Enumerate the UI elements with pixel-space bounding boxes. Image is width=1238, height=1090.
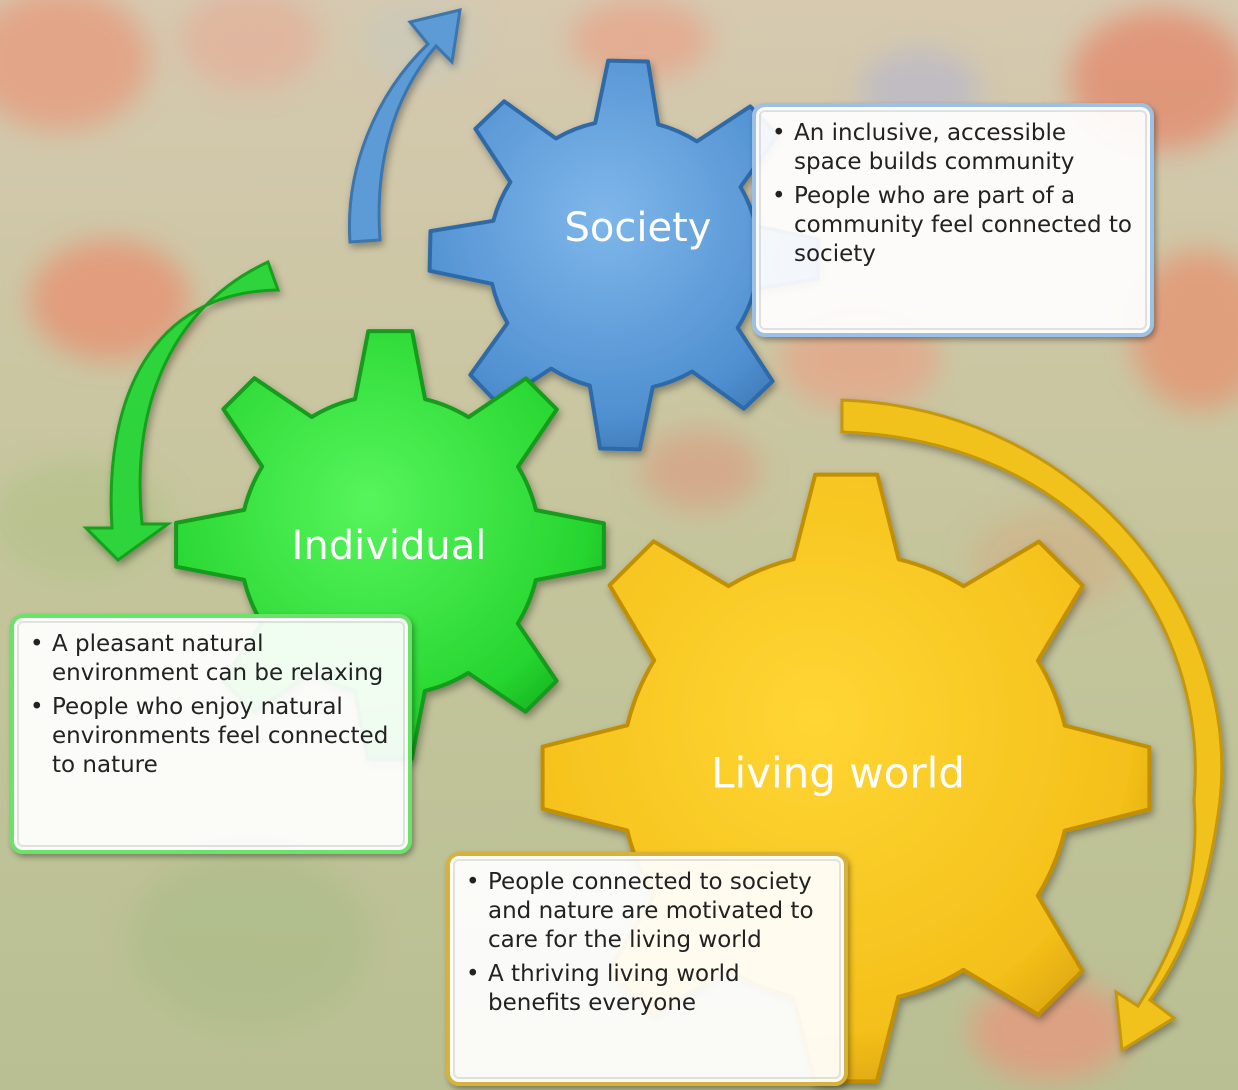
callout-society-item: People who are part of a community feel … bbox=[766, 182, 1140, 269]
callout-living-world-item: People connected to society and nature a… bbox=[460, 868, 834, 955]
callout-society-item: An inclusive, accessible space builds co… bbox=[766, 119, 1140, 177]
callout-individual-item: People who enjoy natural environments fe… bbox=[24, 693, 398, 780]
callout-society: An inclusive, accessible space builds co… bbox=[752, 103, 1154, 337]
cycle-arrow-living bbox=[840, 398, 1224, 1053]
callout-living-world: People connected to society and nature a… bbox=[446, 852, 848, 1086]
gear-label-individual: Individual bbox=[292, 523, 487, 569]
cycle-arrow-individual bbox=[82, 259, 281, 562]
gear-label-society: Society bbox=[565, 205, 712, 251]
gear-society bbox=[427, 58, 821, 452]
callout-individual-item: A pleasant natural environment can be re… bbox=[24, 630, 398, 688]
callout-individual: A pleasant natural environment can be re… bbox=[10, 614, 412, 854]
gear-label-living-world: Living world bbox=[711, 749, 965, 798]
cycle-arrow-society bbox=[347, 8, 462, 244]
callout-living-world-item: A thriving living world benefits everyon… bbox=[460, 960, 834, 1018]
